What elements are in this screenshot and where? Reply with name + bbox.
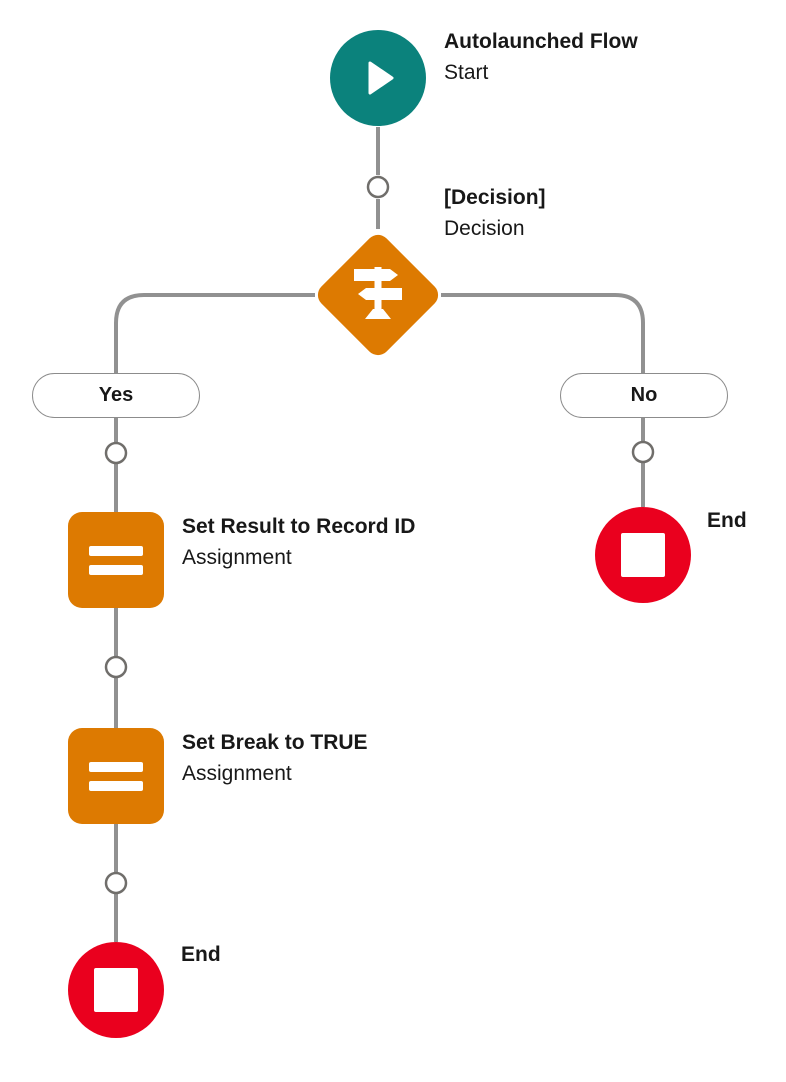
- end-node-yes-path[interactable]: [68, 942, 164, 1038]
- decision-title: [Decision]: [444, 186, 546, 209]
- start-subtitle: Start: [444, 61, 489, 84]
- branch-yes-text: Yes: [98, 384, 134, 406]
- branch-no-text: No: [630, 384, 658, 406]
- end-yes-label: End: [181, 939, 221, 970]
- decision-subtitle: Decision: [444, 217, 525, 240]
- stop-icon: [94, 968, 138, 1012]
- assignment-node-set-break[interactable]: [68, 728, 164, 824]
- start-node-label: Autolaunched Flow Start: [444, 26, 638, 88]
- branch-label-yes: Yes: [32, 373, 200, 418]
- end-no-text: End: [707, 509, 747, 532]
- assignment2-title: Set Break to TRUE: [182, 731, 368, 754]
- assignment2-label: Set Break to TRUE Assignment: [182, 727, 368, 789]
- assignment-node-set-result[interactable]: [68, 512, 164, 608]
- add-element-button[interactable]: [104, 441, 128, 465]
- branch-label-no: No: [560, 373, 728, 418]
- end-node-no-path[interactable]: [595, 507, 691, 603]
- stop-icon: [621, 533, 665, 577]
- end-no-label: End: [707, 505, 747, 536]
- decision-node-label: [Decision] Decision: [444, 182, 546, 244]
- assignment1-subtitle: Assignment: [182, 546, 292, 569]
- add-element-button[interactable]: [104, 655, 128, 679]
- connector-decision-yes: [114, 293, 315, 373]
- assignment1-label: Set Result to Record ID Assignment: [182, 511, 415, 573]
- signpost-icon: [354, 267, 402, 319]
- connector-decision-no: [441, 293, 645, 373]
- play-icon: [368, 61, 394, 95]
- decision-node[interactable]: [308, 225, 448, 365]
- start-title: Autolaunched Flow: [444, 30, 638, 53]
- assignment2-subtitle: Assignment: [182, 762, 292, 785]
- start-node[interactable]: [330, 30, 426, 126]
- add-element-button[interactable]: [631, 440, 655, 464]
- add-element-button[interactable]: [104, 871, 128, 895]
- end-yes-text: End: [181, 943, 221, 966]
- assignment1-title: Set Result to Record ID: [182, 515, 416, 538]
- add-element-button[interactable]: [366, 175, 390, 199]
